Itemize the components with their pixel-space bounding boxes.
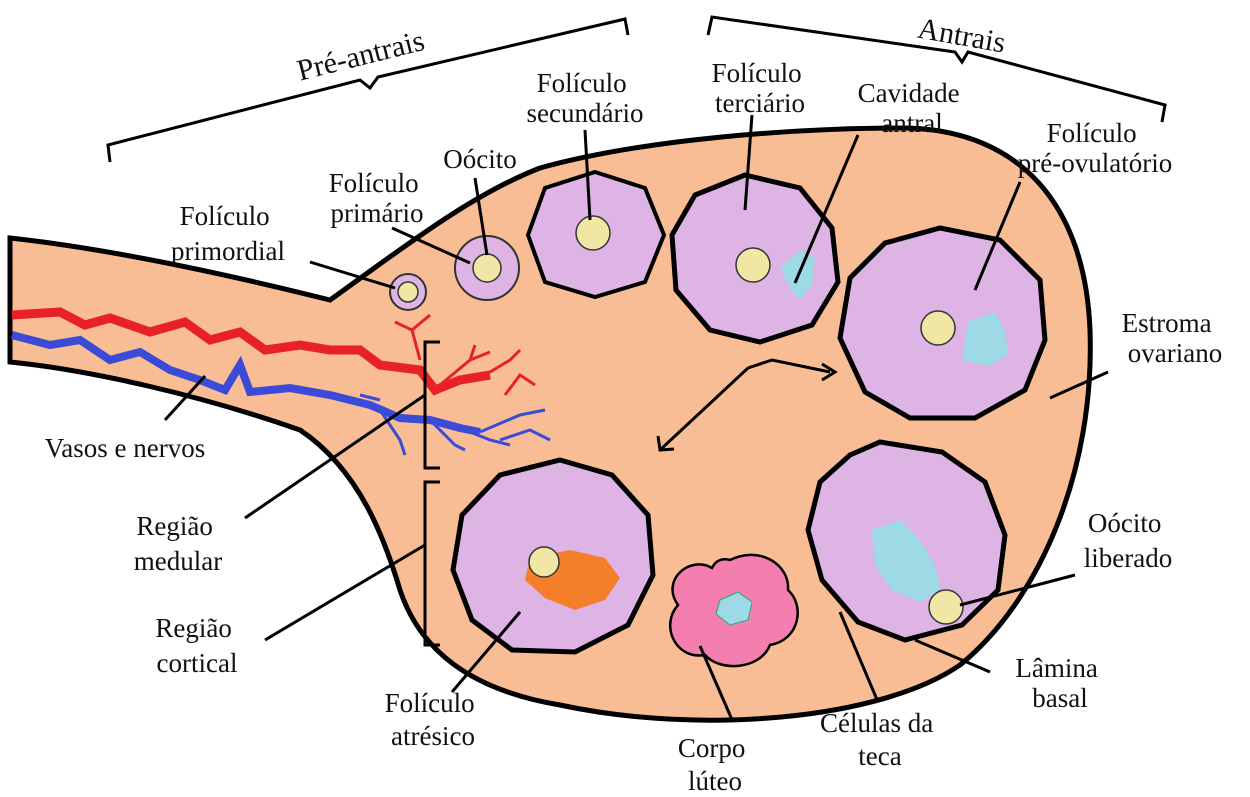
primordial-follicle (390, 274, 426, 310)
label-foliculo-atresico: Folículo atrésico (385, 688, 482, 751)
label-corpo-luteo: Corpo lúteo (678, 733, 752, 796)
label-foliculo-primordial: Folículo primordial (171, 201, 285, 266)
label-celulas-da-teca: Células da teca (820, 708, 940, 771)
label-foliculo-secundario: Folículo secundário (527, 68, 644, 128)
label-oocito: Oócito (443, 144, 517, 174)
secondary-follicle (528, 172, 664, 297)
label-foliculo-pre-ovulatorio: Folículo pré-ovulatório (1018, 118, 1172, 178)
label-regiao-cortical: Região cortical (155, 613, 238, 678)
label-vasos-e-nervos: Vasos e nervos (45, 433, 205, 463)
label-oocito-liberado: Oócito liberado (1084, 508, 1172, 573)
bracket-label-pre-antrais: Pré-antrais (294, 24, 428, 87)
preovulatory-follicle (840, 228, 1045, 418)
bracket-label-antrais: Antrais (915, 12, 1008, 60)
label-regiao-medular: Região medular (134, 511, 222, 576)
label-foliculo-terciario: Folículo terciário (712, 58, 809, 118)
label-foliculo-primario: Folículo primário (329, 168, 426, 228)
label-lamina-basal: Lâmina basal (1015, 653, 1104, 713)
label-estroma-ovariano: Estroma ovariano (1122, 308, 1223, 368)
